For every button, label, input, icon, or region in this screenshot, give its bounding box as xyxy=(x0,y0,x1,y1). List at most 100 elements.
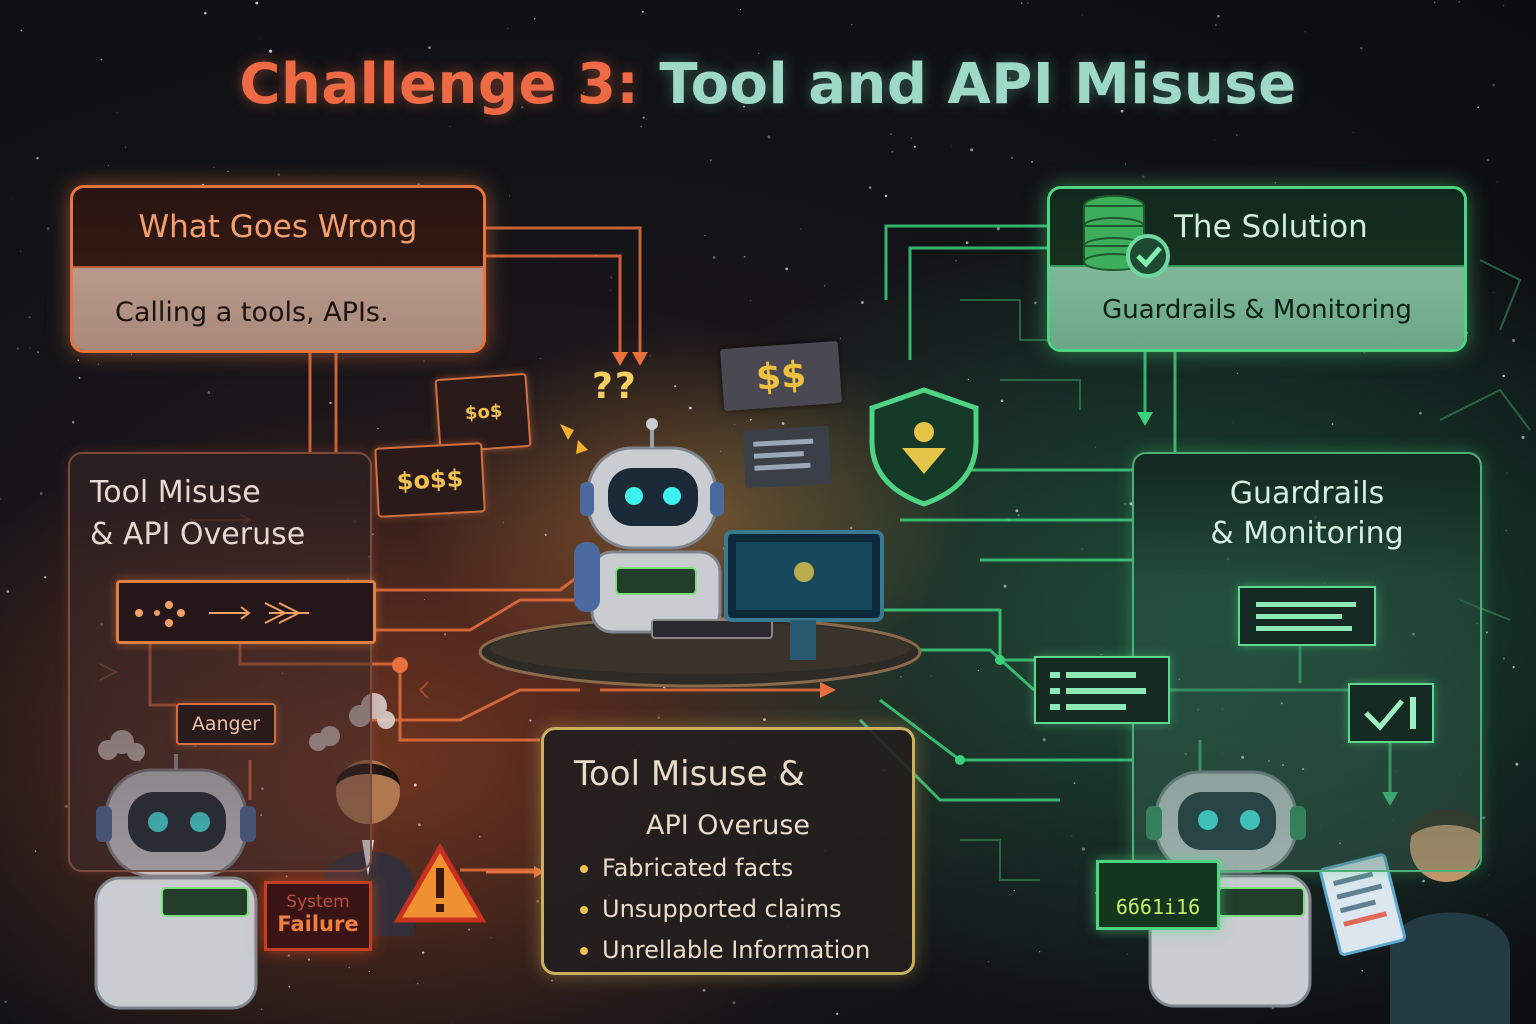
healthy-monitor-screen: 6б61i16 xyxy=(1096,860,1220,930)
star-dot xyxy=(1081,14,1083,16)
tool-misuse-summary-card: Tool Misuse & API Overuse Fabricated fac… xyxy=(541,727,915,975)
star-dot xyxy=(468,928,471,931)
star-dot xyxy=(204,11,207,15)
checkmark-icon xyxy=(1364,697,1416,731)
star-dot xyxy=(1129,502,1133,506)
bullet-icon xyxy=(580,865,588,873)
star-dot xyxy=(6,590,10,593)
star-dot xyxy=(1213,139,1215,141)
star-dot xyxy=(1236,372,1238,374)
star-dot xyxy=(1482,816,1486,820)
tool-misuse-heading-line2: & API Overuse xyxy=(90,517,306,552)
star-dot xyxy=(509,195,511,197)
star-dot xyxy=(1033,301,1037,305)
star-dot xyxy=(36,156,39,160)
star-dot xyxy=(839,337,841,339)
issue-text: Unrellable Information xyxy=(602,936,871,964)
star-dot xyxy=(996,227,1000,231)
star-dot xyxy=(348,966,350,969)
star-dot xyxy=(1126,953,1128,955)
question-marks: ?? xyxy=(592,366,638,407)
star-dot xyxy=(1042,738,1046,742)
what-goes-wrong-text: Calling a tools, APIs. xyxy=(73,268,483,350)
star-dot xyxy=(910,137,912,139)
star-dot xyxy=(913,145,917,148)
star-dot xyxy=(78,376,81,379)
star-dot xyxy=(131,354,132,356)
star-dot xyxy=(749,418,752,421)
star-dot xyxy=(536,900,539,903)
network-glyph-icon xyxy=(135,601,309,627)
star-dot xyxy=(977,670,979,672)
star-dot xyxy=(1010,156,1014,159)
star-dot xyxy=(1217,14,1220,18)
star-dot xyxy=(503,522,504,523)
star-dot xyxy=(1512,338,1516,343)
star-dot xyxy=(16,347,20,350)
star-dot xyxy=(422,951,425,954)
star-dot xyxy=(967,378,970,381)
star-dot xyxy=(1013,889,1015,892)
star-dot xyxy=(1004,7,1006,9)
star-dot xyxy=(610,290,611,291)
star-dot xyxy=(965,241,969,245)
star-dot xyxy=(1120,109,1124,113)
star-dot xyxy=(1521,435,1525,439)
star-dot xyxy=(1015,509,1019,513)
star-dot xyxy=(674,385,677,388)
star-dot xyxy=(255,1,259,5)
database-check-icon xyxy=(1083,195,1170,278)
star-dot xyxy=(424,599,425,600)
star-dot xyxy=(539,358,541,359)
tool-misuse-panel-heading: Tool Misuse & API Overuse xyxy=(90,472,370,556)
dollar-card: $$ xyxy=(719,340,843,412)
star-dot xyxy=(227,170,229,173)
system-failure-screen: System Failure xyxy=(264,881,372,951)
star-dot xyxy=(107,164,109,166)
guardrails-heading-line2: & Monitoring xyxy=(1210,516,1404,551)
star-dot xyxy=(1081,548,1083,550)
star-dot xyxy=(416,982,419,985)
star-dot xyxy=(891,150,894,153)
star-dot xyxy=(970,148,974,152)
star-dot xyxy=(1360,47,1363,50)
star-dot xyxy=(1071,835,1073,837)
star-dot xyxy=(1361,969,1363,972)
star-dot xyxy=(368,970,371,973)
star-dot xyxy=(1505,529,1507,532)
solution-text: Guardrails & Monitoring xyxy=(1050,267,1464,349)
star-dot xyxy=(20,29,23,32)
star-dot xyxy=(957,87,960,90)
issue-text: Unsupported claims xyxy=(602,895,842,923)
star-dot xyxy=(1419,411,1422,415)
star-dot xyxy=(861,301,864,304)
star-dot xyxy=(260,1008,263,1011)
summary-heading-line1: Tool Misuse & xyxy=(574,754,805,794)
star-dot xyxy=(1008,77,1011,80)
monitor-list-card xyxy=(1034,656,1170,724)
star-dot xyxy=(709,159,712,162)
star-dot xyxy=(507,27,509,29)
star-dot xyxy=(641,10,644,13)
star-dot xyxy=(767,135,771,139)
bullet-icon xyxy=(580,947,588,955)
tool-misuse-heading-line1: Tool Misuse xyxy=(90,475,261,510)
lines-icon xyxy=(753,438,814,471)
star-dot xyxy=(785,267,789,271)
star-dot xyxy=(582,91,585,94)
star-dot xyxy=(851,23,853,26)
star-dot xyxy=(781,422,785,425)
star-dot xyxy=(743,255,746,258)
star-dot xyxy=(428,46,431,49)
star-dot xyxy=(43,576,47,579)
star-dot xyxy=(1363,352,1366,354)
failure-screen-line2: Failure xyxy=(277,912,359,936)
star-dot xyxy=(1503,4,1505,6)
star-dot xyxy=(1352,131,1354,133)
star-dot xyxy=(36,351,40,354)
star-dot xyxy=(20,250,22,252)
star-dot xyxy=(1031,160,1034,163)
star-dot xyxy=(34,850,37,852)
star-dot xyxy=(258,37,260,39)
star-dot xyxy=(307,958,310,961)
